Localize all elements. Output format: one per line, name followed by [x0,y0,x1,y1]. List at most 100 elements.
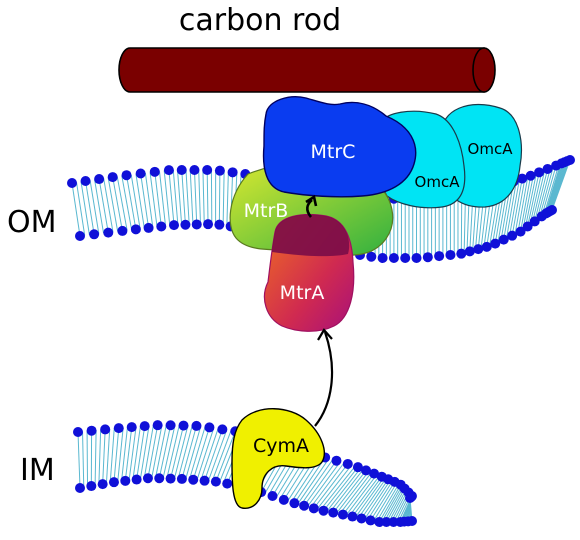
lipid-tail [546,162,563,214]
lipid-tail [188,426,206,480]
lipid-head [191,219,202,230]
lipid-head [143,222,154,233]
lipid-tail [89,180,100,234]
lipid-tail [124,427,133,481]
lipid-head [361,465,372,476]
lipid-head [434,251,445,262]
lipid-tail [158,171,167,227]
lipid-tail [215,431,236,482]
lipid-tail [349,475,380,517]
lipid-tail [297,458,330,505]
lipid-head [525,170,536,181]
lipid-tail [76,182,86,236]
lipid-tail [538,166,554,219]
lipid-tail [177,169,183,225]
lipid-tail [222,171,225,226]
lipid-tail [534,168,549,222]
lipid-tail [116,176,128,231]
lipid-tail [98,178,109,233]
lipid-tail [517,176,529,234]
lipid-head [210,476,221,487]
lipid-tail [103,178,114,233]
lipid-tail [121,427,128,482]
lipid-head [405,493,415,503]
lipid-tail [98,429,102,485]
lipid-head [117,225,128,236]
lipid-head [529,216,540,227]
lipid-head [94,174,105,185]
lipid-head [176,165,187,175]
lipid-head [107,172,118,183]
lipid-tail [358,478,387,519]
lipid-tail [140,173,150,229]
lipid-head [318,505,329,516]
lipid-tail [181,169,186,225]
lipid-tail [80,181,90,235]
lipid-head [189,165,200,175]
lipid-tail [154,171,162,227]
lipid-head [381,517,392,527]
lipid-head [97,479,108,490]
lipid-tail [218,170,221,225]
omca-label-front: OmcA [415,173,461,191]
lipid-head [222,478,233,489]
lipid-tail [541,165,557,217]
lipid-head [165,473,176,484]
lipid-tail [383,487,404,523]
lipid-tail [207,429,228,482]
lipid-tail [85,180,95,235]
lipid-tail [524,173,537,229]
lipid-tail [211,430,232,482]
lipid-tail [345,474,378,516]
lipid-head [356,513,367,524]
lipid-tail [94,179,105,234]
electron-transfer-arrow-long [314,328,334,427]
lipid-tail [293,457,326,504]
lipid-head [464,246,475,257]
lipid-tail [193,169,198,225]
lipid-head [139,421,150,432]
lipid-head [388,253,399,263]
lipid-tail [71,182,81,237]
lipid-head [400,253,411,263]
mtrc-label: MtrC [311,141,356,163]
lipid-head [507,230,518,241]
lipid-tail [514,177,526,235]
lipid-head [407,516,417,526]
lipid-tail [151,424,163,479]
lipid-head [352,462,363,473]
electron-transfer-arrow-short [305,194,318,218]
lipid-tail [332,470,367,513]
lipid-tail [550,160,570,211]
lipid-head [515,226,526,237]
lipid-head [331,455,342,466]
lipid-head [369,468,380,479]
lipid-tail [376,483,400,522]
lipid-tail [135,174,145,229]
lipid-head [366,251,377,262]
lipid-tail [144,172,154,228]
lipid-head [456,248,467,259]
lipid-head [163,165,174,176]
lipid-head [176,473,187,484]
lipid-head [67,178,77,188]
lipid-tail [177,425,193,479]
lipid-head [214,165,225,176]
lipid-tail [300,459,334,506]
lipid-tail [172,169,179,225]
lipid-head [377,253,388,263]
lipid-tail [126,175,137,230]
lipid-tail [107,177,119,232]
lipid-tail [506,180,518,239]
lipid-tail [520,175,532,232]
lipid-tail [181,425,197,480]
lipid-tail [531,169,546,224]
lipid-tail [547,162,565,213]
lipid-tail [105,428,111,484]
lipid-tail [546,162,564,213]
lipid-head [191,420,202,431]
lipid-head [199,475,210,486]
lipid-tail [388,489,407,523]
lipid-head [214,219,225,230]
lipid-head [180,219,191,230]
